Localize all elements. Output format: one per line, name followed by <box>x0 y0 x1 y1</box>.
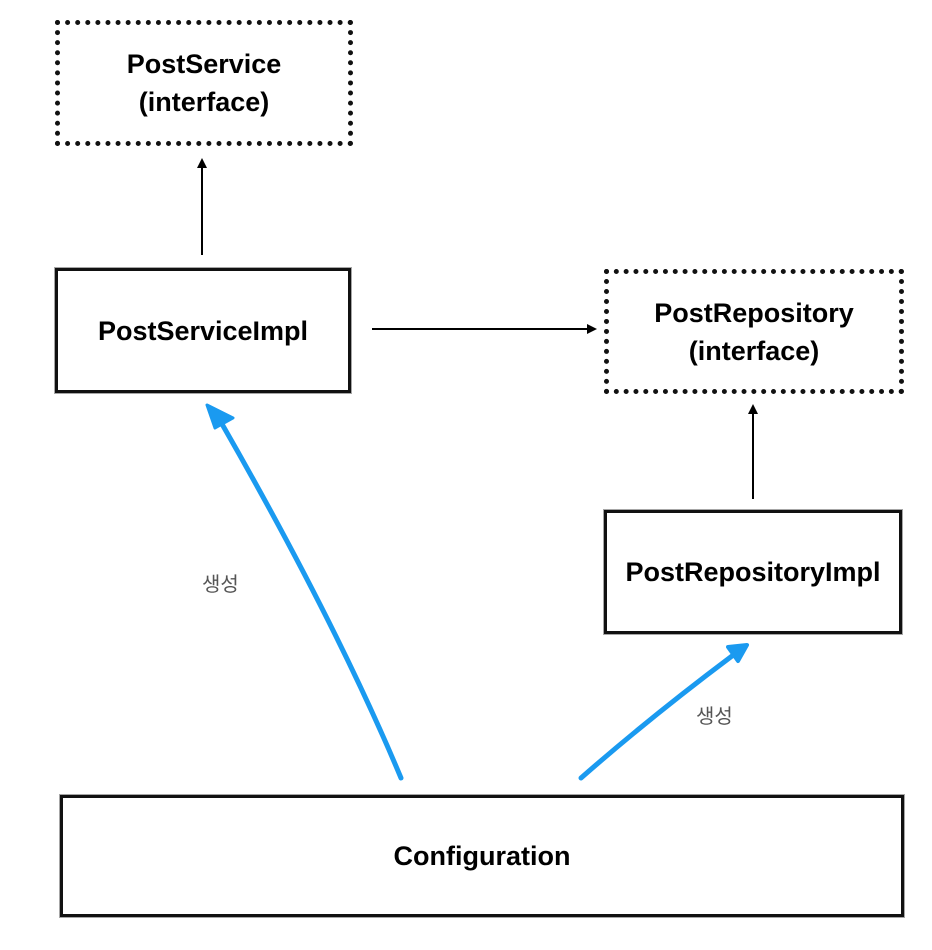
post-repository-name: PostRepository <box>654 297 854 328</box>
create-repository-impl-arrow <box>578 643 749 781</box>
create-repository-impl-label: 생성 <box>696 704 733 728</box>
post-repository-impl-node: PostRepositoryImpl <box>604 510 902 634</box>
post-service-name: PostService <box>126 49 282 79</box>
configuration-node: Configuration <box>60 795 904 917</box>
post-service-impl-node: PostServiceImpl <box>55 268 351 393</box>
post-service-interface-node: PostService (interface) <box>55 20 353 146</box>
post-repository-interface-node: PostRepository (interface) <box>604 269 904 394</box>
post-repository-stereotype: (interface) <box>688 335 820 366</box>
create-service-impl-label: 생성 <box>202 572 239 596</box>
configuration-name: Configuration <box>393 841 571 871</box>
post-service-stereotype: (interface) <box>138 87 270 117</box>
create-service-impl-arrow <box>205 403 404 781</box>
post-service-impl-name: PostServiceImpl <box>97 315 309 346</box>
post-repository-impl-name: PostRepositoryImpl <box>625 557 881 587</box>
